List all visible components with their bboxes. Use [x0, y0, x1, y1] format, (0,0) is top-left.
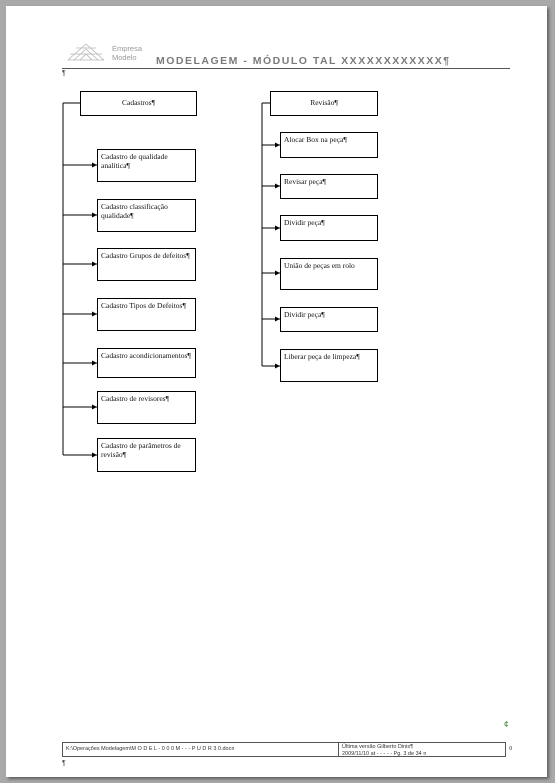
company-logo-icon [67, 43, 105, 61]
revisao-item-label: Dividir peça¶ [284, 218, 325, 227]
cadastro-item-label: Cadastro de qualidade analítica¶ [101, 152, 168, 170]
cadastros-root-box: Cadastros¶ [80, 91, 197, 116]
revisao-item-label: Alocar Box na peça¶ [284, 135, 347, 144]
revisao-item-box: Alocar Box na peça¶ [280, 132, 378, 158]
cadastro-item-box: Cadastro Grupos de defeitos¶ [97, 248, 196, 281]
revisao-root-box: Revisão¶ [270, 91, 378, 116]
company-name-line2: Modelo [112, 53, 137, 62]
page-footer: K:\Operações Modelagem\M O D E L - 0 0 0… [62, 742, 506, 757]
revisao-item-box: Dividir peça¶ [280, 215, 378, 241]
company-name: Empresa Modelo [112, 44, 142, 62]
footer-divider [338, 743, 339, 756]
edit-mark: ¢ [504, 720, 509, 729]
cadastros-root-label: Cadastros¶ [122, 98, 155, 107]
cadastro-item-label: Cadastro acondicionamentos¶ [101, 351, 191, 360]
company-name-line1: Empresa [112, 44, 143, 53]
revisao-item-label: Revisar peça¶ [284, 177, 326, 186]
footer-paragraph-mark: ¶ [62, 760, 66, 767]
footer-date-page: 2009/11/10 at - - - - - Pg. 3 de 34 ¤ [342, 750, 427, 757]
revisao-item-label: União de peças em rolo [284, 261, 355, 270]
header-divider [62, 68, 510, 69]
revisao-item-box: União de peças em rolo [280, 258, 378, 290]
revisao-root-label: Revisão¶ [310, 98, 338, 107]
cadastro-item-box: Cadastro classificação qualidade¶ [97, 199, 196, 232]
revisao-item-label: Liberar peça de limpeza¶ [284, 352, 360, 361]
revisao-item-label: Dividir peça¶ [284, 310, 325, 319]
paragraph-mark: ¶ [62, 70, 66, 77]
cadastro-item-label: Cadastro Tipos de Defeitos¶ [101, 301, 186, 310]
cadastro-item-box: Cadastro acondicionamentos¶ [97, 348, 196, 378]
cadastro-item-label: Cadastro de parâmetros de revisão¶ [101, 441, 181, 459]
footer-file-path: K:\Operações Modelagem\M O D E L - 0 0 0… [66, 746, 235, 752]
revisao-item-box: Revisar peça¶ [280, 174, 378, 199]
footer-last-version: Última versão Gilberto Dinis¶ [342, 744, 414, 750]
cadastro-item-box: Cadastro de revisores¶ [97, 391, 196, 424]
cadastro-item-label: Cadastro classificação qualidade¶ [101, 202, 168, 220]
cadastro-item-label: Cadastro de revisores¶ [101, 394, 169, 403]
cadastro-item-box: Cadastro Tipos de Defeitos¶ [97, 298, 196, 331]
cadastro-item-label: Cadastro Grupos de defeitos¶ [101, 251, 190, 260]
revisao-item-box: Dividir peça¶ [280, 307, 378, 332]
page-header-title: MODELAGEM - MÓDULO TAL XXXXXXXXXXXX¶ [156, 55, 451, 67]
footer-version-info: Última versão Gilberto Dinis¶ 2009/11/10… [342, 744, 426, 757]
cadastro-item-box: Cadastro de qualidade analítica¶ [97, 149, 196, 182]
diagram-connectors [62, 102, 280, 458]
footer-end-mark: ¤ [509, 746, 513, 752]
revisao-item-box: Liberar peça de limpeza¶ [280, 349, 378, 382]
cadastro-item-box: Cadastro de parâmetros de revisão¶ [97, 438, 196, 472]
document-page: Empresa Modelo MODELAGEM - MÓDULO TAL XX… [6, 6, 547, 777]
